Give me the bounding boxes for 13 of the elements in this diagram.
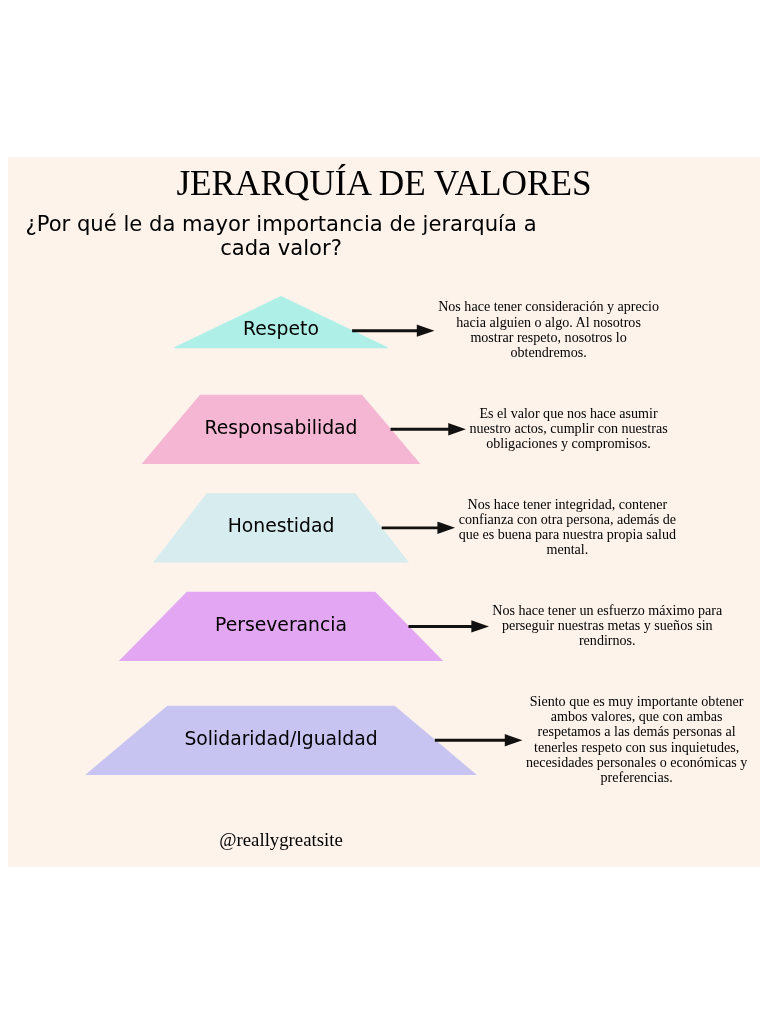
arrow	[352, 324, 435, 337]
arrow	[408, 620, 489, 633]
diagram-title: JERARQUÍA DE VALORES	[176, 163, 592, 203]
arrow	[390, 423, 466, 436]
arrow	[381, 521, 456, 534]
node-text: Siento que es muy importante obtener ambos valores, que con ambas respetamos a las demás personas al tenerles respeto con sus inquietudes, necesidades personales o económicas y preferencias.	[525, 692, 748, 786]
arrow	[434, 734, 523, 747]
label: @reallygreatsite	[219, 828, 343, 850]
node-text: Nos hace tener consideración y aprecio hacia alguien o algo. Al nosotros mostrar respeto, nosotros lo obtendremos.	[438, 298, 660, 361]
node-text: Nos hace tener integridad, contener confianza con otra persona, además de que es buena para nuestra propia salud mental.	[458, 495, 677, 558]
node-text: Nos hace tener un esfuerzo máximo para perseguir nuestras metas y sueños sin rendirnos.	[492, 601, 723, 649]
label: ¿Por qué le da mayor importancia de jerarquía a cada valor?	[25, 211, 537, 260]
node-text: Es el valor que nos hace asumir nuestro actos, cumplir con nuestras obligaciones y compromisos.	[469, 404, 668, 452]
